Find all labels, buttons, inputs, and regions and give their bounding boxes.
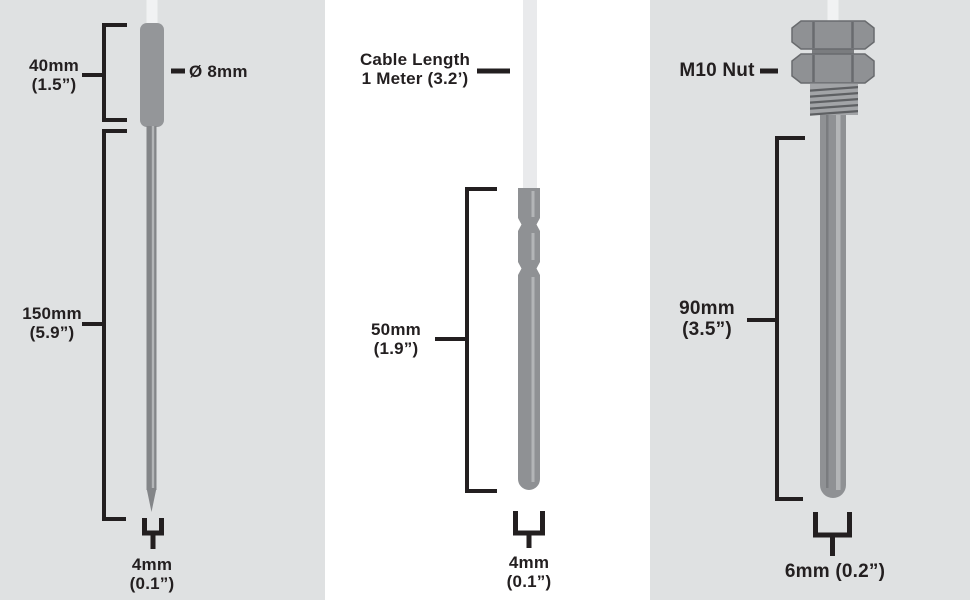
tip-diameter-in: (0.1”) xyxy=(506,572,552,591)
cable-probe-illustration xyxy=(435,0,545,548)
thread-groove-2 xyxy=(810,92,858,98)
probe-cable xyxy=(523,0,537,190)
tip-diameter-text: 6mm (0.2”) xyxy=(784,561,886,582)
bracket-probe-length xyxy=(775,136,805,501)
thread-groove-3 xyxy=(810,98,858,104)
shaft-length-mm: 150mm xyxy=(22,304,82,323)
label-nut: M10 Nut xyxy=(650,60,784,81)
label-probe-length: 90mm (3.5”) xyxy=(655,298,759,340)
shaft-highlight xyxy=(836,110,841,490)
bracket-tip-width xyxy=(813,512,852,538)
label-tip-diameter: 4mm (0.1”) xyxy=(479,553,579,591)
diameter-text: Ø 8mm xyxy=(189,62,248,81)
hex-nut-bottom xyxy=(791,53,875,84)
thread-groove-5 xyxy=(810,110,858,116)
panel-pointed-probe: 40mm (1.5”) Ø 8mm 150mm (5.9”) 4mm (0.1”… xyxy=(0,0,325,600)
probe-length-in: (1.9”) xyxy=(373,339,419,358)
panel-threaded-probe: M10 Nut 90mm (3.5”) 6mm (0.2”) xyxy=(650,0,970,600)
shaft-highlight xyxy=(151,126,155,490)
tip-diameter-in: (0.1”) xyxy=(129,574,175,593)
nut-label-text: M10 Nut xyxy=(679,60,755,81)
label-probe-length: 50mm (1.9”) xyxy=(346,320,446,358)
probe-length-mm: 90mm xyxy=(679,298,735,319)
bracket-shaft-length xyxy=(102,129,127,521)
body-highlight-1 xyxy=(531,191,535,217)
probe-shaft xyxy=(146,126,157,490)
probe-length-in: (3.5”) xyxy=(682,319,732,340)
label-tip-diameter: 6mm (0.2”) xyxy=(760,561,910,582)
label-diameter: Ø 8mm xyxy=(189,62,248,81)
probe-handle xyxy=(140,23,164,127)
body-highlight-3 xyxy=(531,277,535,482)
thread-groove-1 xyxy=(810,86,858,92)
probe-shaft xyxy=(820,110,846,498)
thread-groove-4 xyxy=(810,104,858,110)
bracket-probe-length xyxy=(465,187,497,493)
probe-cable xyxy=(146,0,158,27)
handle-length-in: (1.5”) xyxy=(31,75,77,94)
hex-nut-top xyxy=(791,20,875,50)
panel-cable-probe: Cable Length 1 Meter (3.2’) 50mm (1.9”) … xyxy=(325,0,650,600)
threaded-probe-illustration xyxy=(747,0,875,556)
pointed-probe-illustration xyxy=(82,0,185,549)
cable-length-line1: Cable Length xyxy=(359,50,471,69)
bracket-tip-width xyxy=(513,511,545,536)
body-highlight-2 xyxy=(531,233,535,260)
handle-length-mm: 40mm xyxy=(29,56,79,75)
probe-body xyxy=(518,188,540,490)
label-handle-length: 40mm (1.5”) xyxy=(4,56,104,94)
tip-diameter-mm: 4mm xyxy=(508,553,550,572)
label-shaft-length: 150mm (5.9”) xyxy=(2,304,102,342)
bracket-handle-length xyxy=(102,23,127,122)
label-tip-diameter: 4mm (0.1”) xyxy=(102,555,202,593)
nut-connector xyxy=(812,46,854,56)
bracket-tip-width xyxy=(142,518,164,536)
probe-cable xyxy=(827,0,839,24)
probe-tip xyxy=(146,488,157,512)
shaft-shadow-line xyxy=(826,110,829,488)
shaft-length-in: (5.9”) xyxy=(29,323,75,342)
tip-diameter-mm: 4mm xyxy=(131,555,173,574)
cable-length-line2: 1 Meter (3.2’) xyxy=(361,69,469,88)
probe-length-mm: 50mm xyxy=(371,320,421,339)
label-cable-length: Cable Length 1 Meter (3.2’) xyxy=(340,50,490,88)
